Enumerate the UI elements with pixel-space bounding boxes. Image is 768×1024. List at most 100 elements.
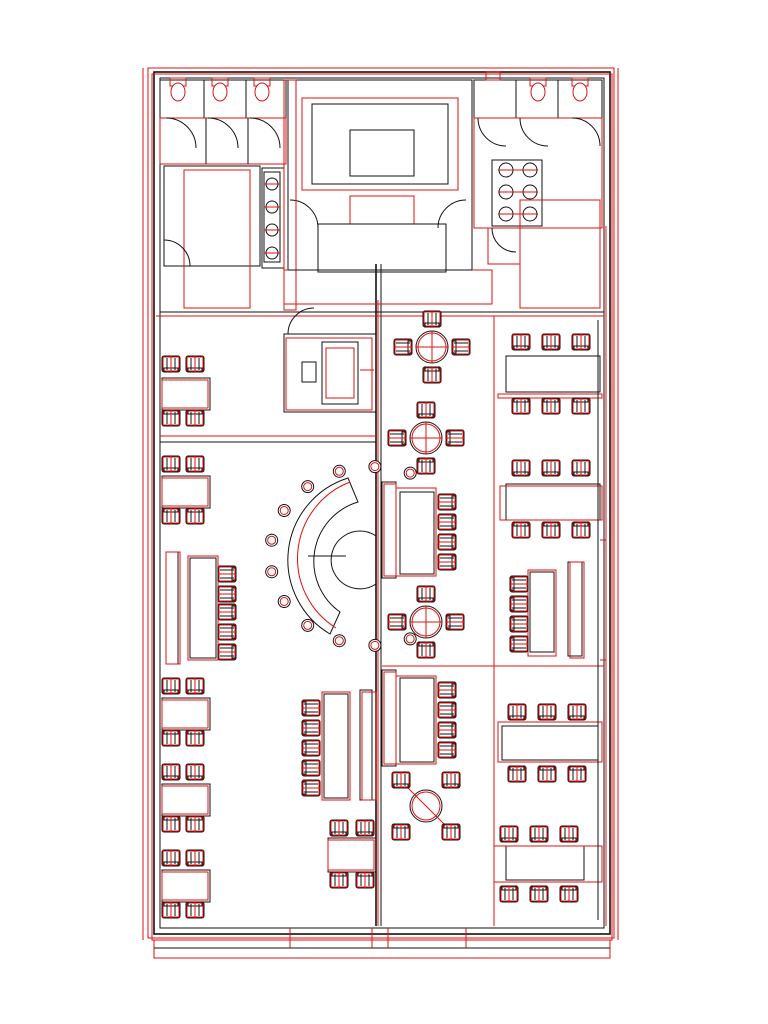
chair-icon [437,513,457,531]
chair-icon [161,901,181,919]
chair-icon [217,643,237,661]
chair-icon [571,397,591,415]
chair-icon [437,741,457,759]
sinks-right [498,162,538,222]
chair-icon [541,333,561,351]
chair-icon [571,333,591,351]
round-table [387,401,465,475]
restroom-block-right [473,79,603,309]
chair-icon [567,765,587,783]
chair-icon [499,825,519,843]
chair-icon [217,565,237,583]
chair-icon [161,677,181,695]
bar-stool-icon [403,632,417,646]
chair-icon [571,521,591,539]
chair-icon [185,507,205,525]
chair-icon [507,703,527,721]
curved-bar-counter [287,477,377,635]
bar-stool-icon [332,634,346,648]
chair-icon [451,338,471,356]
chair-icon [529,885,549,903]
chair-icon [437,681,457,699]
chair-icon [185,355,205,373]
chair-icon [445,429,465,447]
chair-icon [499,885,519,903]
chair-icon [529,825,549,843]
chair-icon [422,366,442,384]
chair-icon [537,765,557,783]
toilets-right [485,71,589,102]
chair-icon [511,521,531,539]
bar-stool-icon [265,533,279,547]
toilets-left [169,77,271,102]
chair-icon [185,409,205,427]
chair-icon [161,815,181,833]
chair-icon [541,459,561,477]
chair-icon [355,871,375,889]
bar-stool-icon [301,480,315,494]
chair-icon [437,721,457,739]
chair-icon [161,355,181,373]
chair-icon [511,459,531,477]
chair-icon [161,507,181,525]
chair-icon [559,825,579,843]
right-wall-windows [597,226,607,926]
chair-icon [387,429,407,447]
bar-stool-icon [301,618,315,632]
chair-icon [509,595,529,613]
chair-icon [509,575,529,593]
chair-icon [509,635,529,653]
kitchen-core [283,79,493,311]
chair-icon [393,338,413,356]
chair-icon [355,819,375,837]
bottom-dimension-strip [153,928,611,959]
chair-icon [416,457,436,475]
chair-icon [391,823,411,841]
chair-icon [391,771,411,789]
chair-icon [416,641,436,659]
bar-stool-icon [277,595,291,608]
chair-icon [217,585,237,603]
chair-icon [329,871,349,889]
chair-icon [541,397,561,415]
bar-stool-icon [403,466,417,480]
chair-icon [507,765,527,783]
chair-icon [537,703,557,721]
chair-icon [511,397,531,415]
chair-icon [185,815,205,833]
chair-icon [161,729,181,747]
booth-benches [165,481,585,801]
chair-icon [559,885,579,903]
chair-icon [416,401,436,419]
chair-icon [185,729,205,747]
bar-stool-icon [368,460,382,474]
chair-icon [161,849,181,867]
sinks-left [263,171,281,263]
chair-icon [437,533,457,551]
table-chairs [161,333,591,919]
chair-icon [387,613,407,631]
left-column-tables [161,377,377,903]
round-tables [387,310,471,841]
chair-icon [185,901,205,919]
chair-icon [161,409,181,427]
chair-icon [571,459,591,477]
round-table [387,585,465,659]
chair-icon [511,333,531,351]
chair-icon [301,739,321,757]
chair-icon [441,771,461,789]
chair-icon [185,849,205,867]
chair-icon [301,699,321,717]
booth-chairs [217,493,529,797]
chair-icon [217,603,237,621]
chair-icon [416,585,436,603]
chair-icon [441,823,461,841]
chair-icon [185,455,205,473]
chair-icon [329,819,349,837]
chair-icon [509,615,529,633]
bar-stool-icon [265,565,279,579]
chair-icon [422,310,442,328]
chair-icon [301,779,321,797]
chair-icon [437,493,457,511]
